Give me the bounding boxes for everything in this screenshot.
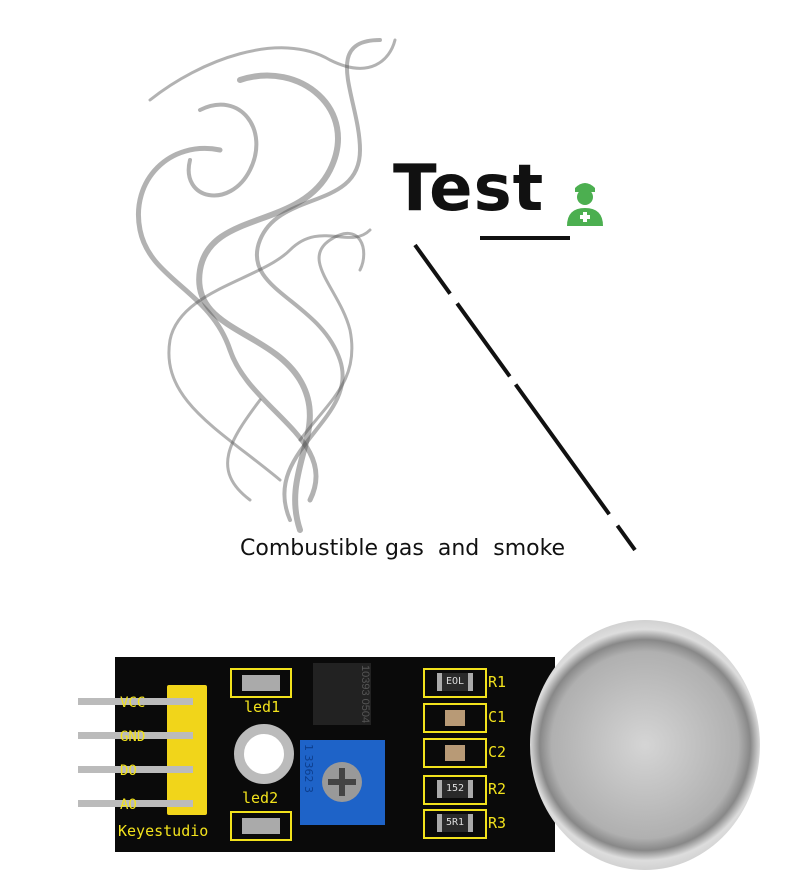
label-c2: C2 [488, 743, 507, 761]
brand-label: Keyestudio [118, 822, 209, 840]
label-c1: C1 [488, 708, 507, 726]
pin-label-gnd: GND [120, 729, 146, 745]
capacitor-c2 [423, 738, 487, 768]
ic-chip: 10393 0504 [313, 663, 371, 725]
pin [78, 800, 193, 807]
mounting-hole [234, 724, 294, 784]
pin [78, 698, 193, 705]
led2-label: led2 [242, 789, 279, 807]
resistor-r1-marking: EOL [437, 673, 473, 691]
gas-sensor-board: VCC GND DO AO Keyestudio led1 led2 10393… [78, 600, 778, 880]
pin-header [167, 685, 207, 815]
potentiometer: 1 3362 3 [300, 740, 385, 825]
led1-label: led1 [244, 698, 281, 716]
resistor-r3-marking: 5R1 [437, 814, 473, 832]
label-r2: R2 [488, 780, 507, 798]
resistor-r3: 5R1 [423, 809, 487, 839]
pin [78, 766, 193, 773]
headline-title: Test [393, 152, 545, 226]
resistor-r2-marking: 152 [437, 780, 473, 798]
gas-sensor-mesh [530, 620, 760, 870]
pin [78, 732, 193, 739]
pin-label-vcc: VCC [120, 695, 146, 711]
pointer-line [413, 243, 637, 552]
label-r3: R3 [488, 814, 507, 832]
pin-label-ao: AO [120, 797, 137, 813]
label-r1: R1 [488, 673, 507, 691]
capacitor-c1 [423, 703, 487, 733]
led1 [230, 668, 292, 698]
doctor-icon [567, 183, 603, 226]
pot-marking: 1 3362 3 [302, 744, 315, 793]
pin-label-do: DO [120, 763, 137, 779]
resistor-r1: EOL [423, 668, 487, 698]
led2 [230, 811, 292, 841]
resistor-r2: 152 [423, 775, 487, 805]
caption: Combustible gas and smoke [240, 536, 566, 561]
